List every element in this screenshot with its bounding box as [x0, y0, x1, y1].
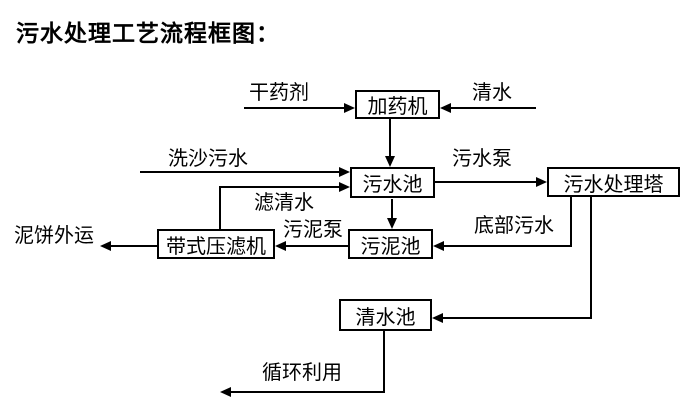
arrow-left-into-press-icon: [275, 241, 286, 251]
label-mud-cake-out: 泥饼外运: [14, 225, 94, 247]
label-bottom-sewage: 底部污水: [474, 215, 554, 237]
arrow-left-recycle-icon: [220, 387, 231, 397]
arrow-left-into-dosing-icon: [440, 103, 451, 113]
page-title: 污水处理工艺流程框图：: [16, 20, 280, 46]
label-dry-agent: 干药剂: [249, 82, 309, 104]
node-dosing-machine: 加药机: [355, 90, 440, 119]
line-bottom-sewage-horizontal: [443, 245, 572, 247]
label-filtered-water: 滤清水: [254, 192, 314, 214]
line-tower-down-to-clean-pool: [590, 196, 592, 319]
label-sludge-pump: 污泥泵: [283, 219, 343, 241]
arrow-left-mud-cake-out-icon: [100, 241, 111, 251]
line-dry-agent-to-dosing: [244, 107, 345, 109]
arrow-left-into-clean-pool-icon: [432, 313, 443, 323]
line-filtered-water-vertical: [219, 187, 221, 229]
line-tower-to-clean-pool-horizontal: [442, 317, 592, 319]
line-sewage-pump-to-tower: [435, 181, 537, 183]
arrow-right-filtered-water-icon: [339, 182, 350, 192]
line-tower-down-bottom-sewage: [570, 196, 572, 247]
line-sewage-pool-down-to-sludge-pool: [391, 199, 393, 219]
line-dosing-down-to-sewage-pool: [389, 119, 391, 157]
arrow-right-into-dosing-icon: [344, 103, 355, 113]
arrow-right-into-tower-icon: [536, 177, 547, 187]
node-sewage-treatment-tower: 污水处理塔: [547, 167, 680, 197]
node-sewage-pool: 污水池: [350, 167, 435, 198]
arrow-down-into-sludge-pool-icon: [387, 218, 397, 229]
node-clean-water-pool: 清水池: [339, 299, 432, 331]
line-clean-water-to-dosing: [450, 107, 536, 109]
line-recycle-horizontal: [230, 391, 385, 393]
node-sludge-pool: 污泥池: [348, 229, 433, 259]
arrow-down-into-sewage-pool-icon: [385, 156, 395, 167]
line-sand-wash-to-sewage-pool: [140, 171, 340, 173]
label-sand-wash-sewage: 洗沙污水: [168, 148, 248, 170]
label-clean-water: 清水: [472, 82, 512, 104]
arrow-right-sand-wash-icon: [339, 167, 350, 177]
node-belt-filter-press: 带式压滤机: [157, 229, 275, 259]
line-press-to-mud-cake-out: [110, 245, 157, 247]
label-sewage-pump: 污水泵: [452, 148, 512, 170]
line-sludge-pump-to-press: [285, 245, 348, 247]
label-recycle-use: 循环利用: [262, 362, 342, 384]
line-filtered-water-horizontal: [219, 186, 340, 188]
line-clean-pool-down-recycle: [383, 330, 385, 392]
arrow-left-bottom-sewage-icon: [433, 241, 444, 251]
